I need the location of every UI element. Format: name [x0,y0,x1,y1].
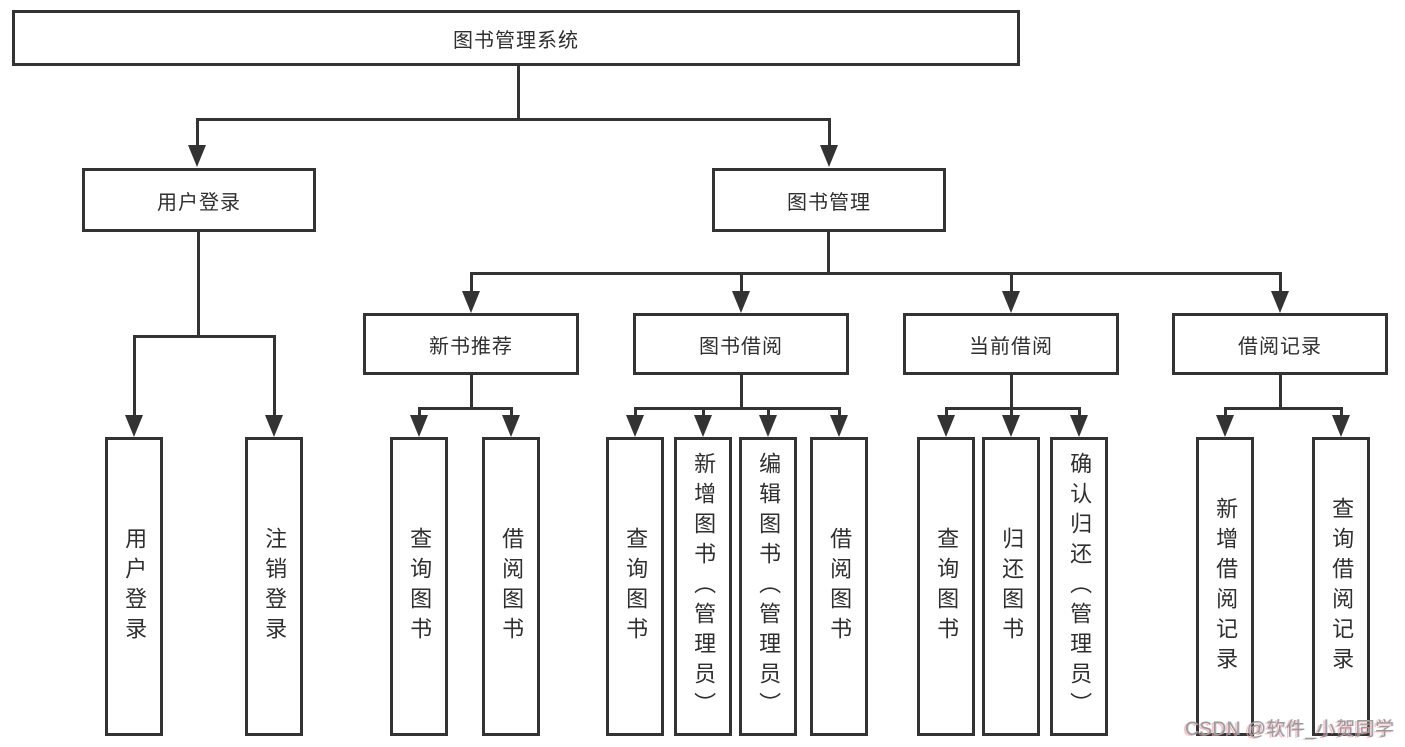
connector-line [273,335,276,417]
node-root: 图书管理系统 [12,10,1020,66]
node-book-management: 图书管理 [712,168,946,232]
node-new-book-recommend: 新书推荐 [363,313,579,375]
arrow-down-icon [1070,415,1088,437]
leaf-add-borrow-record: 新增借阅记录 [1196,437,1254,736]
node-borrowing-records: 借阅记录 [1172,313,1388,375]
connector-line [133,335,136,417]
connector-line [418,407,513,410]
arrow-down-icon [626,415,644,437]
leaf-return-book: 归还图书 [982,437,1040,736]
arrow-down-icon [1216,415,1234,437]
connector-line [1010,272,1013,293]
arrow-down-icon [694,415,712,437]
connector-line [510,407,513,417]
arrow-down-icon [732,291,750,313]
leaf-query-books-borrow: 查询图书 [606,437,664,736]
connector-line [470,272,1281,275]
leaf-logout: 注销登录 [245,437,303,736]
arrow-down-icon [125,415,143,437]
arrow-down-icon [759,415,777,437]
leaf-add-book-admin: 新增图书（管理员） [674,437,732,736]
connector-line [197,230,200,337]
node-book-borrowing: 图书借阅 [633,313,849,375]
arrow-down-icon [462,291,480,313]
connector-line [1224,407,1227,417]
connector-line [470,373,473,409]
connector-line [838,407,841,417]
arrow-down-icon [1002,291,1020,313]
arrow-down-icon [265,415,283,437]
node-current-borrowing: 当前借阅 [903,313,1119,375]
connector-line [197,118,831,121]
connector-line [1224,407,1342,410]
csdn-watermark: CSDN @软件_小贺同学 [1185,719,1395,740]
leaf-borrow-books: 借阅图书 [810,437,868,736]
arrow-down-icon [410,415,428,437]
connector-line [827,230,830,275]
leaf-query-books-current: 查询图书 [917,437,975,736]
arrow-down-icon [937,415,955,437]
arrow-down-icon [1332,415,1350,437]
connector-line [1340,407,1343,417]
connector-line [1010,373,1013,409]
connector-line [945,407,948,417]
arrow-down-icon [830,415,848,437]
connector-line [1078,407,1081,417]
node-user-login: 用户登录 [82,168,316,232]
leaf-user-login: 用户登录 [105,437,163,736]
leaf-confirm-return-admin: 确认归还（管理员） [1050,437,1108,736]
connector-line [470,272,473,293]
leaf-edit-book-admin: 编辑图书（管理员） [739,437,797,736]
connector-line [634,407,841,410]
connector-line [634,407,637,417]
connector-line [740,272,743,293]
leaf-borrow-books-recommend: 借阅图书 [482,437,540,736]
connector-line [702,407,705,417]
leaf-query-books-recommend: 查询图书 [390,437,448,736]
connector-line [767,407,770,417]
connector-line [418,407,421,417]
leaf-query-borrow-record: 查询借阅记录 [1312,437,1370,736]
arrow-down-icon [502,415,520,437]
arrow-down-icon [820,145,838,167]
connector-line [133,335,276,338]
connector-line [1279,373,1282,409]
connector-line [740,373,743,409]
connector-line [196,118,199,148]
connector-line [828,118,831,148]
arrow-down-icon [188,145,206,167]
arrow-down-icon [1002,415,1020,437]
arrow-down-icon [1271,291,1289,313]
connector-line [1010,407,1013,417]
connector-line [1279,272,1282,293]
connector-line [517,64,520,120]
